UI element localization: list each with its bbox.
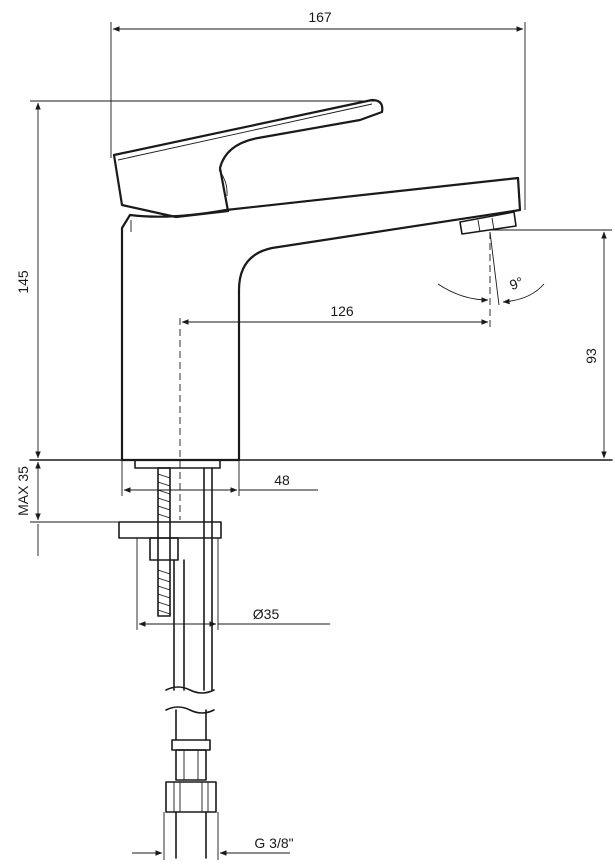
faucet-body <box>120 176 522 462</box>
mounting-assembly <box>29 459 613 859</box>
dim-label-overall-width: 167 <box>308 9 332 25</box>
dimension-overall-width: 167 <box>110 9 526 210</box>
faucet-handle <box>112 98 384 219</box>
stud-threads <box>157 473 171 615</box>
dim-label-spout-height: 93 <box>583 348 599 364</box>
dim-label-base-width: 48 <box>274 472 290 488</box>
dimension-max-thickness: MAX 35 <box>15 461 119 556</box>
dim-label-overall-height: 145 <box>15 270 31 294</box>
dimension-spout-height: 93 <box>490 229 612 459</box>
dim-label-spout-reach: 126 <box>330 303 354 319</box>
dim-label-spout-angle: 9° <box>507 273 525 293</box>
dimension-hole-diameter: Ø35 <box>136 538 330 630</box>
dim-label-hole-diameter: Ø35 <box>253 606 280 622</box>
dimension-base-width: 48 <box>121 460 318 496</box>
dimension-connection: G 3/8" <box>132 812 294 860</box>
dimension-spout-angle: 9° <box>437 231 545 306</box>
dimension-overall-height: 145 <box>15 100 378 459</box>
dim-label-connection: G 3/8" <box>254 835 293 851</box>
dimension-spout-reach: 126 <box>179 232 491 520</box>
dim-label-max-thickness: MAX 35 <box>15 466 31 516</box>
spout-aerator <box>459 211 517 235</box>
